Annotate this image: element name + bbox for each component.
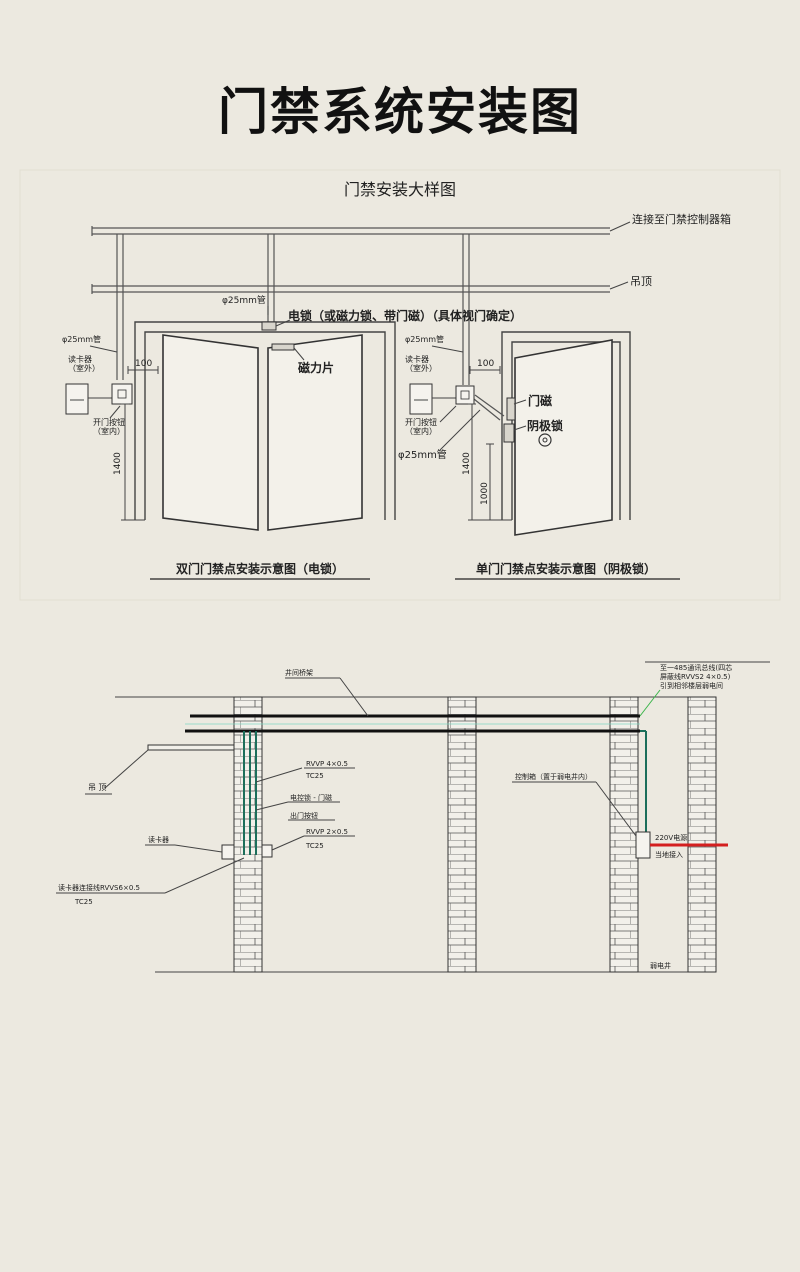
label-reader-left: 读卡器（室外） <box>68 354 100 373</box>
dim-1400-right: 1400 <box>462 452 472 475</box>
section-diagram: 井间桥架 至一485通讯总线(四芯屏蔽线RVVS2 4×0.5)引到相邻楼层弱电… <box>56 661 770 973</box>
label-ceiling-section: 吊 顶 <box>88 783 107 792</box>
label-reader-right: 读卡器（室外） <box>405 354 437 373</box>
door-handle <box>538 433 552 447</box>
door-leaf-single <box>514 339 613 536</box>
label-tc3: TC25 <box>74 898 93 906</box>
label-pipe-top: φ25mm管 <box>222 294 266 306</box>
door-leaf-right <box>267 334 363 531</box>
label-lock: 电锁（或磁力锁、带门磁）（具体视门确定） <box>288 308 522 323</box>
exit-button-right <box>455 385 475 405</box>
label-power: 220V电源 <box>655 833 687 842</box>
suspended-ceiling <box>147 744 235 751</box>
cathode-lock <box>503 423 515 443</box>
label-door-magnet: 门磁 <box>528 393 552 408</box>
brick-column-3 <box>609 696 639 973</box>
label-reader-cable: 读卡器连接线RVVS6×0.5 <box>58 883 140 892</box>
electric-lock <box>261 321 277 331</box>
controller-conduit: 连接至门禁控制器箱 <box>91 212 731 236</box>
door-leaf-left <box>162 334 259 531</box>
label-exit-button: 出门按钮 <box>290 811 318 820</box>
label-cable2: RVVP 2×0.5 <box>306 828 348 836</box>
dim-100-right: 100 <box>477 359 494 369</box>
caption-double: 双门门禁点安装示意图（电锁） <box>176 561 344 576</box>
card-reader-section <box>221 844 235 860</box>
label-shaft: 弱电井 <box>650 961 671 970</box>
label-cable1: RVVP 4×0.5 <box>306 760 348 768</box>
label-pipe-left: φ25mm管 <box>62 334 101 344</box>
exit-button-left <box>111 383 133 405</box>
card-reader-left <box>65 383 89 415</box>
detail-section: 门禁安装大样图 连接至门禁控制器箱 吊顶 <box>19 169 781 601</box>
label-control-box: 控制箱（置于弱电井内） <box>515 772 592 781</box>
label-tc2: TC25 <box>305 842 324 850</box>
label-ground: 当地接入 <box>655 850 683 859</box>
page-title: 门禁系统安装图 <box>218 83 582 141</box>
label-pipe-right-bottom: φ25mm管 <box>398 448 447 461</box>
label-magnet: 磁力片 <box>297 360 334 375</box>
door-frame-single <box>501 331 631 520</box>
label-lock-cable: 电控锁 - 门磁 <box>290 793 332 802</box>
label-button-left: 开门按钮（室内） <box>93 417 125 436</box>
label-cable-tray: 井间桥架 <box>285 668 313 677</box>
label-reader-section: 读卡器 <box>148 835 169 844</box>
label-rs485: 至一485通讯总线(四芯屏蔽线RVVS2 4×0.5)引到相邻楼层弱电间 <box>660 663 732 690</box>
dim-1000-right: 1000 <box>480 482 490 505</box>
door-magnet <box>506 397 516 421</box>
single-door-diagram: 门磁 阴极锁 φ25mm管 读卡器（室外） 开门按钮（室内） <box>398 331 680 580</box>
label-button-right: 开门按钮（室内） <box>405 417 437 436</box>
control-box <box>635 831 651 859</box>
label-pipe-right: φ25mm管 <box>405 334 444 344</box>
label-cathode-lock: 阴极锁 <box>527 418 563 433</box>
label-ceiling: 吊顶 <box>630 275 652 288</box>
caption-single: 单门门禁点安装示意图（阴极锁） <box>476 561 656 576</box>
exit-button-section <box>261 844 273 858</box>
dim-100-left: 100 <box>135 359 152 369</box>
brick-column-1 <box>233 696 263 973</box>
label-tc1: TC25 <box>305 772 324 780</box>
card-reader-right <box>409 383 433 415</box>
detail-panel <box>19 169 781 601</box>
brick-column-2 <box>447 696 477 973</box>
magnet-plate <box>271 343 295 351</box>
brick-column-4 <box>687 696 717 973</box>
detail-heading: 门禁安装大样图 <box>344 180 456 199</box>
double-door-diagram: φ25mm管 电锁（或磁力锁、带门磁）（具体视门确定） 磁力片 φ25mm管 读… <box>62 294 522 580</box>
label-to-controller: 连接至门禁控制器箱 <box>632 212 731 226</box>
dim-1400-left: 1400 <box>113 452 123 475</box>
ceiling-line: 吊顶 <box>91 275 652 294</box>
